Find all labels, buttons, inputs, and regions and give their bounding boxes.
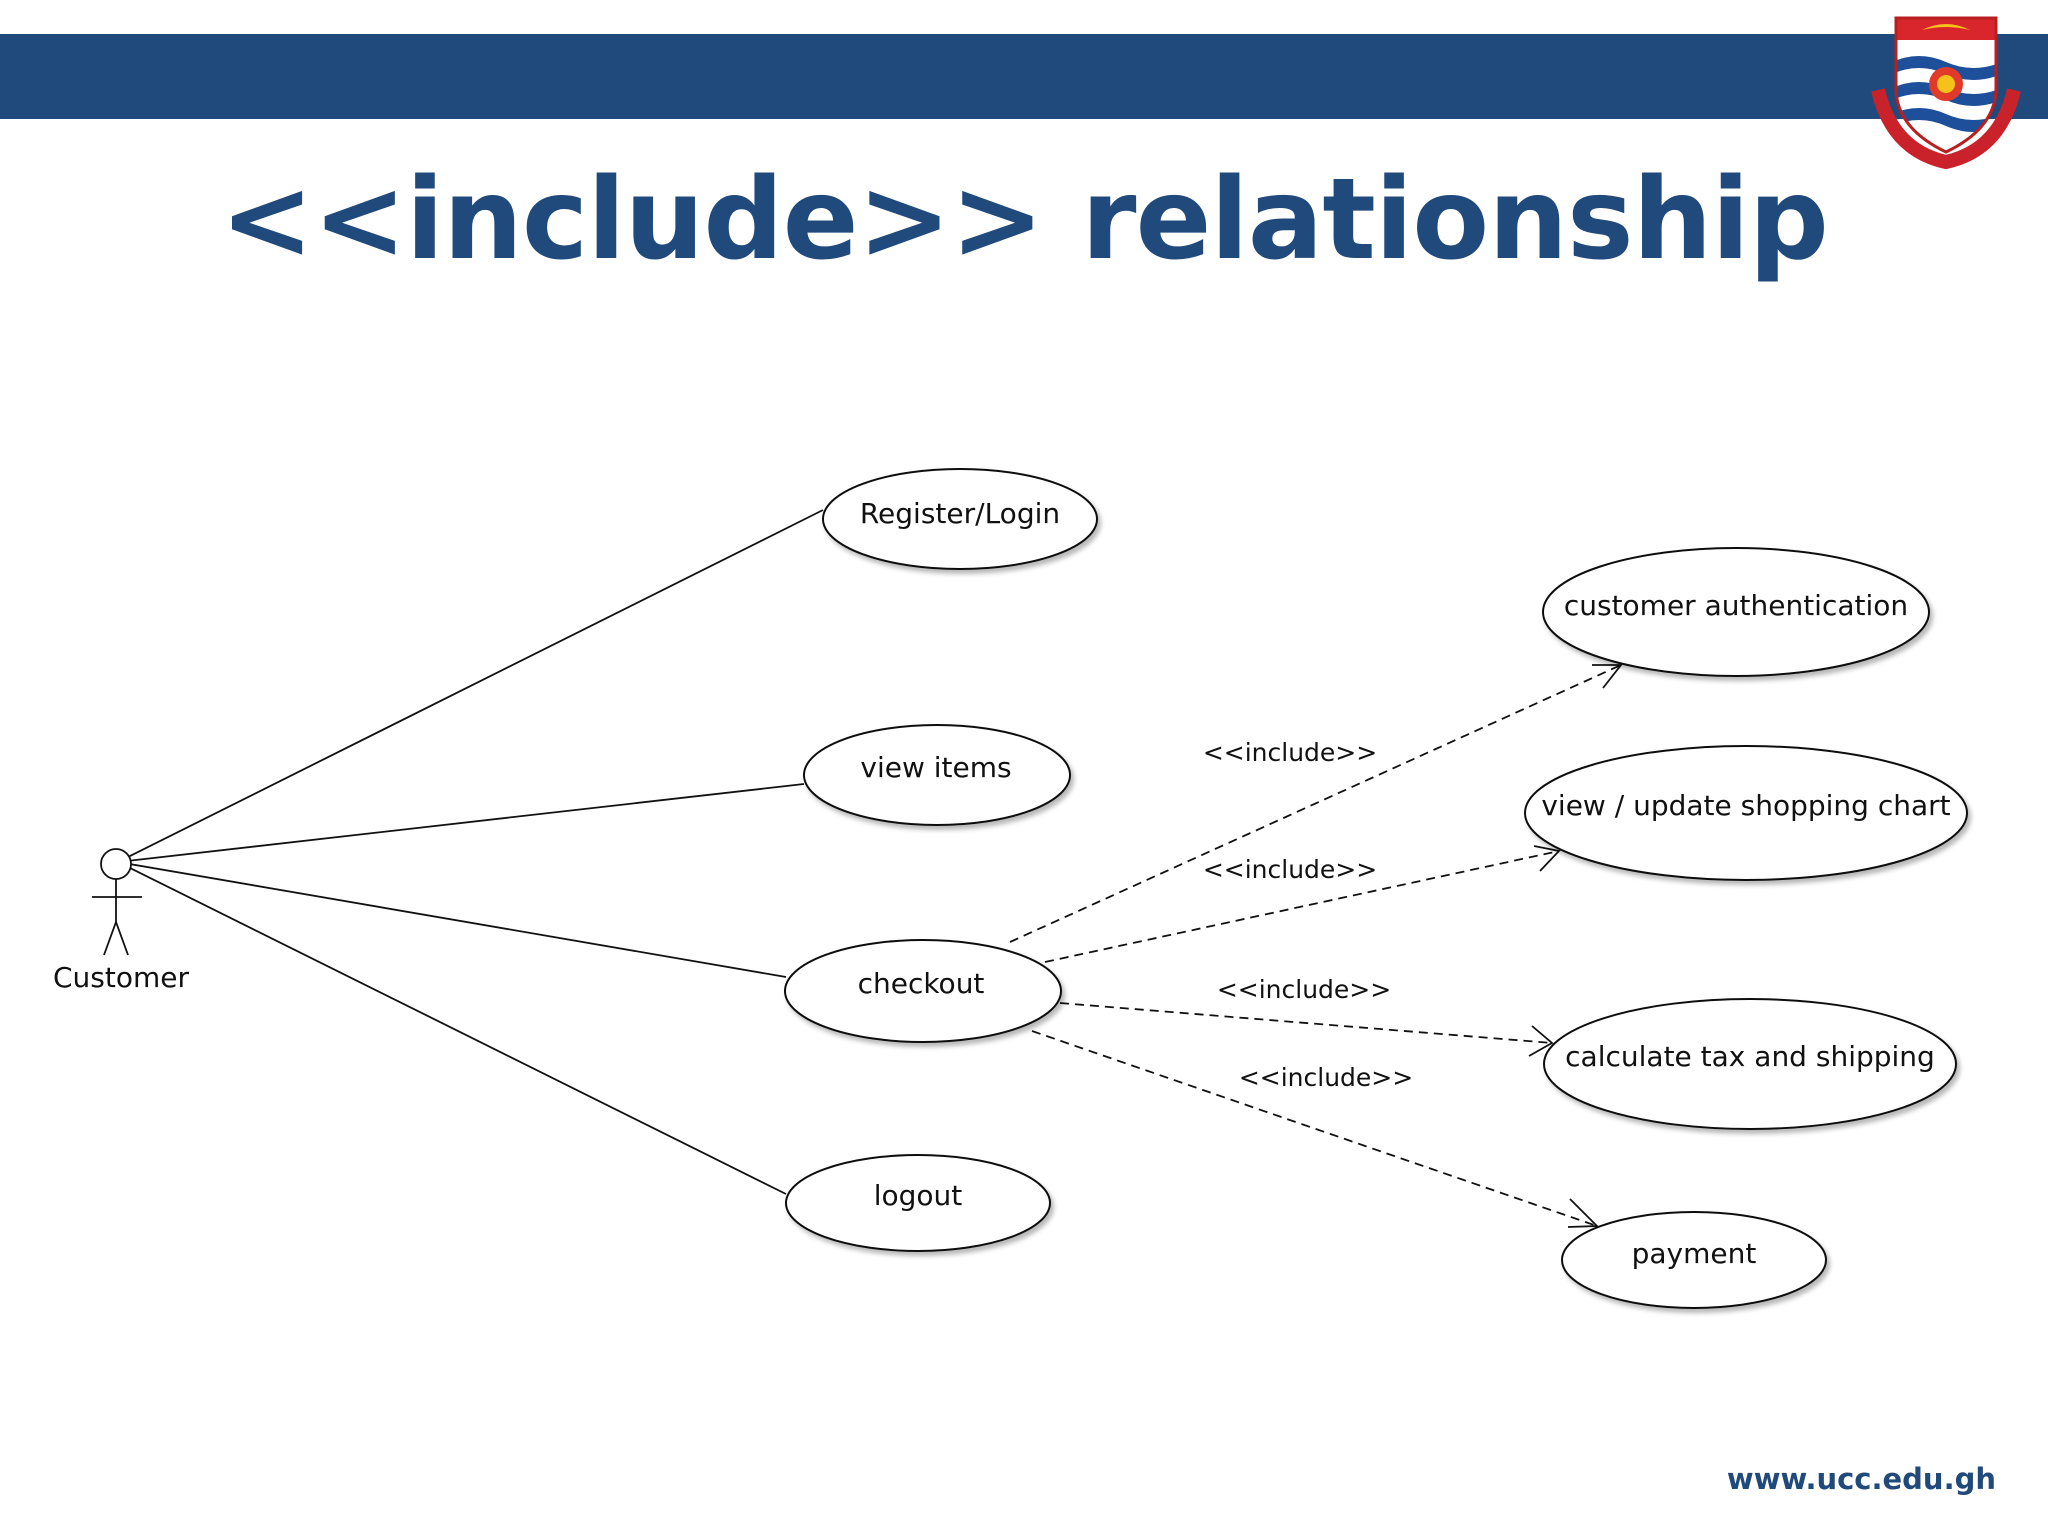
use-case-calculate-tax — [1543, 998, 1957, 1130]
stereotype-include-auth: <<include>> — [1203, 738, 1377, 767]
footer-website-url: www.ucc.edu.gh — [1726, 1462, 1996, 1496]
association-register-login — [117, 509, 824, 863]
use-case-customer-authentication — [1542, 547, 1930, 677]
use-case-payment — [1561, 1211, 1827, 1309]
university-crest-logo — [1862, 10, 2030, 170]
arrowhead-calculate-tax — [1528, 1025, 1554, 1057]
use-case-label-register-login: Register/Login — [860, 497, 1060, 530]
use-case-label-payment: payment — [1632, 1237, 1757, 1270]
use-case-view-items — [803, 724, 1071, 826]
customer-actor — [92, 848, 142, 956]
header-band — [0, 34, 2048, 119]
include-link-payment — [1031, 1030, 1598, 1227]
use-case-register-login — [822, 468, 1098, 570]
use-case-label-logout: logout — [874, 1179, 963, 1212]
use-case-label-checkout: checkout — [858, 967, 985, 1000]
use-case-logout — [785, 1154, 1051, 1252]
use-case-label-calculate-tax: calculate tax and shipping — [1565, 1040, 1935, 1073]
stereotype-include-payment: <<include>> — [1239, 1063, 1413, 1092]
stereotype-include-tax: <<include>> — [1217, 975, 1391, 1004]
association-checkout — [117, 861, 787, 978]
include-link-view-update-cart — [1044, 850, 1560, 963]
actor-head — [100, 848, 132, 880]
slide-title: <<include>> relationship — [220, 155, 1829, 285]
use-case-checkout — [784, 939, 1062, 1043]
arrowhead-payment — [1567, 1198, 1600, 1228]
include-link-calculate-tax — [1059, 1002, 1553, 1044]
association-view-items — [117, 783, 805, 863]
use-case-view-update-cart — [1524, 745, 1968, 881]
arrowhead-customer-authentication — [1592, 664, 1623, 689]
include-link-customer-authentication — [1009, 664, 1622, 943]
arrowhead-view-update-cart — [1533, 845, 1561, 872]
use-case-label-view-items: view items — [860, 751, 1011, 784]
use-case-label-view-update-cart: view / update shopping chart — [1541, 789, 1950, 822]
stereotype-include-cart: <<include>> — [1203, 855, 1377, 884]
association-logout — [117, 861, 787, 1195]
use-case-label-customer-authentication: customer authentication — [1564, 589, 1908, 622]
actor-label: Customer — [53, 961, 189, 994]
